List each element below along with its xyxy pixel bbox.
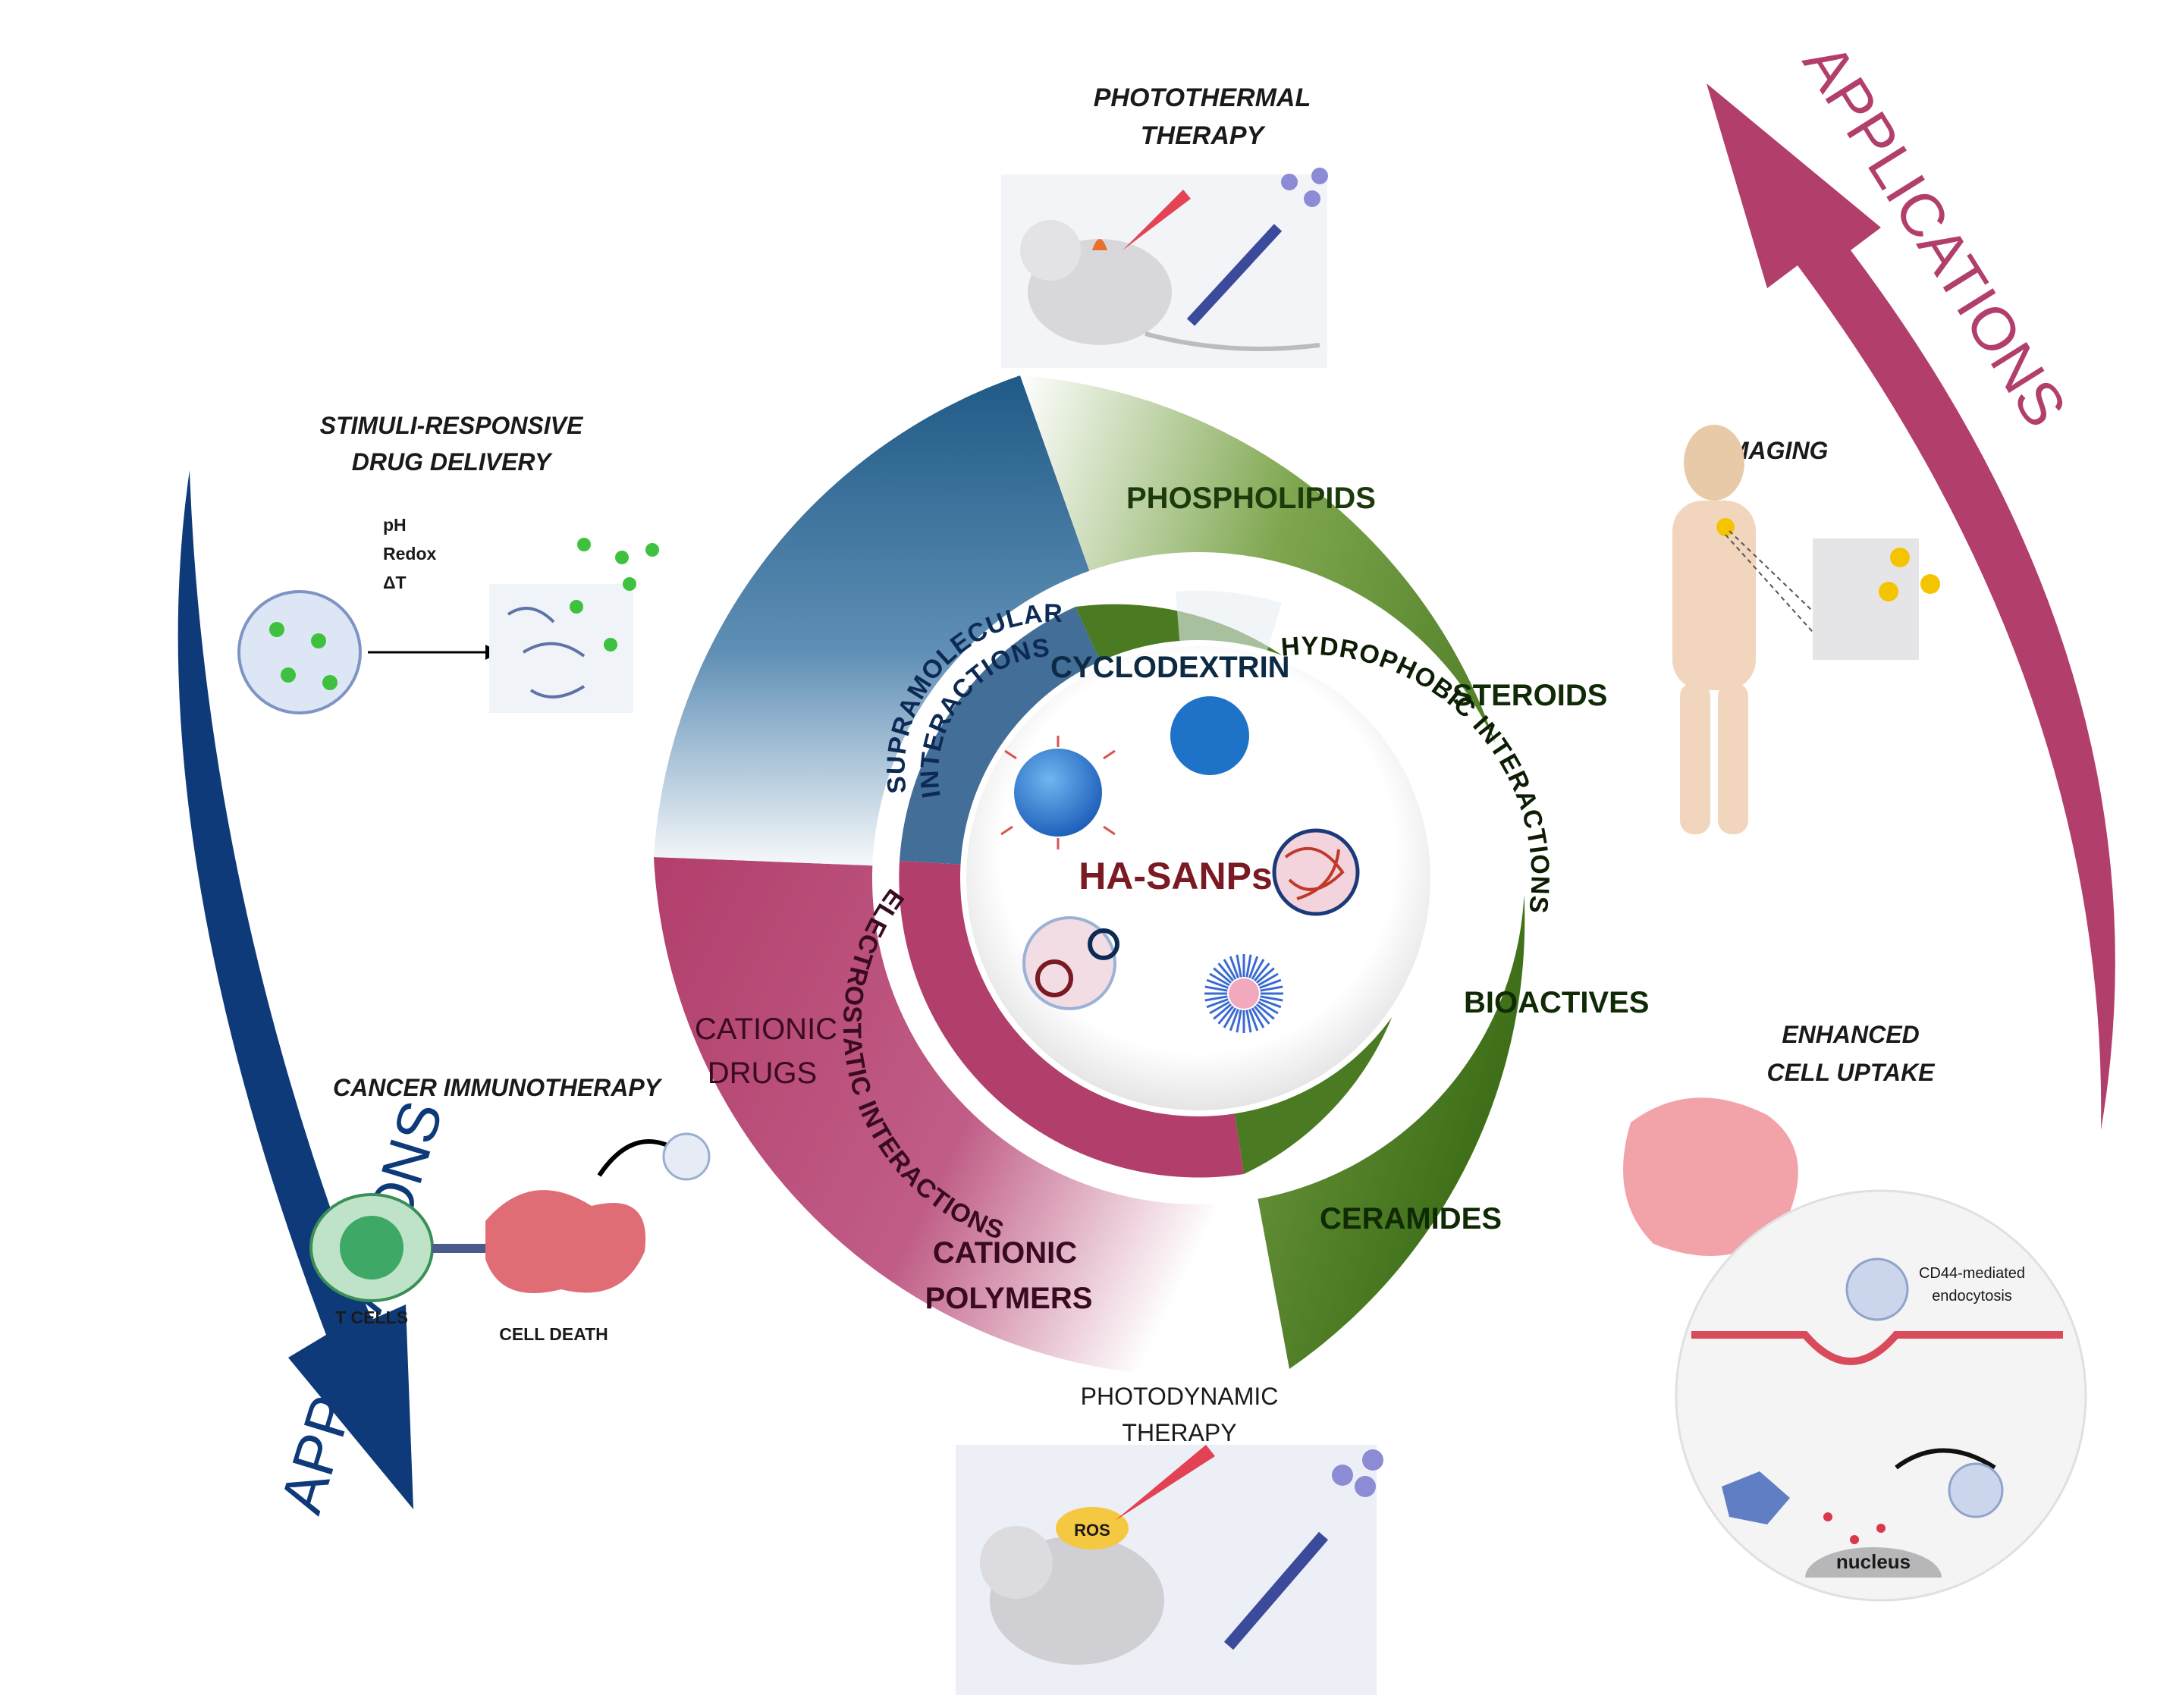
- photothermal-title-2: THERAPY: [1141, 121, 1267, 150]
- micelle-ray: [1259, 978, 1282, 989]
- micelle-ray: [1229, 1009, 1239, 1031]
- uptake-title-1: ENHANCED: [1782, 1021, 1919, 1048]
- star-micelle-icon: [1204, 954, 1283, 1033]
- label-cationic-polymers-2: POLYMERS: [925, 1282, 1093, 1315]
- photodynamic-title-1: PHOTODYNAMIC: [1081, 1383, 1279, 1410]
- label-cationic-polymers-1: CATIONIC: [933, 1236, 1077, 1270]
- micelle-ray: [1253, 1005, 1270, 1025]
- micelle-ray: [1209, 972, 1230, 987]
- cd44-label-1: CD44-mediated: [1919, 1265, 2025, 1282]
- photothermal-mouse-icon: [1001, 168, 1328, 368]
- trigger-temperature: ΔT: [383, 573, 407, 592]
- micelle-ray: [1223, 1007, 1237, 1028]
- label-cyclodextrin: CYCLODEXTRIN: [1050, 651, 1290, 684]
- label-steroids: STEROIDS: [1452, 679, 1607, 712]
- liposome-icon: [1170, 696, 1249, 775]
- micelle-ray: [1260, 985, 1283, 992]
- micelle-ray: [1229, 956, 1239, 978]
- label-cationic-drugs-2: DRUGS: [708, 1057, 817, 1090]
- t-cells-label: T CELLS: [335, 1308, 408, 1327]
- cancer-immuno-title: CANCER IMMUNOTHERAPY: [333, 1074, 663, 1101]
- micelle-icon: [1014, 749, 1102, 837]
- micelle-ray: [1245, 1009, 1252, 1033]
- center-label: HA-SANPs: [1079, 855, 1273, 897]
- trigger-ph: pH: [383, 515, 407, 535]
- stimuli-nanoparticle-icon: [237, 538, 659, 714]
- syringe-icon: [1186, 224, 1283, 326]
- micelle-ray: [1258, 972, 1279, 987]
- micelle-ray: [1260, 995, 1283, 1002]
- micelle-ray: [1213, 967, 1232, 984]
- micelle-ray: [1248, 1009, 1259, 1031]
- micelle-ray: [1223, 959, 1237, 980]
- trigger-redox: Redox: [383, 544, 437, 564]
- label-phospholipids: PHOSPHOLIPIDS: [1126, 482, 1376, 515]
- polymer-np-icon: [1272, 828, 1360, 916]
- micelle-ray: [1258, 1000, 1279, 1015]
- micelle-ray: [1209, 1000, 1230, 1015]
- micelle-ray: [1251, 959, 1265, 980]
- micelle-ray: [1217, 1005, 1235, 1025]
- ros-label: ROS: [1074, 1521, 1110, 1540]
- uptake-title-2: CELL UPTAKE: [1766, 1059, 1936, 1086]
- photodynamic-mouse-icon: ROS: [956, 1445, 1383, 1695]
- label-cationic-drugs-1: CATIONIC: [695, 1013, 837, 1046]
- micelle-ray: [1248, 956, 1259, 978]
- micelle-ray: [1255, 967, 1275, 984]
- immunotherapy-icon: [309, 1132, 711, 1302]
- cell-uptake-icon: [1623, 1097, 2087, 1602]
- micelle-ray: [1213, 1003, 1232, 1020]
- stimuli-title-2: DRUG DELIVERY: [352, 448, 553, 476]
- cell-death-label: CELL DEATH: [499, 1324, 608, 1344]
- photodynamic-title-2: THERAPY: [1122, 1419, 1236, 1446]
- micelle-ray: [1206, 978, 1229, 989]
- micelle-ray: [1255, 1003, 1275, 1020]
- inner-ring-outline: [874, 554, 1522, 1202]
- micelle-ray: [1204, 995, 1228, 1002]
- micelle-ray: [1236, 1009, 1242, 1033]
- stimuli-title-1: STIMULI-RESPONSIVE: [320, 412, 584, 439]
- left-applications-arrow: [177, 470, 413, 1509]
- micelle-ray: [1206, 998, 1229, 1009]
- micelle-ray: [1204, 985, 1228, 992]
- cd44-label-2: endocytosis: [1932, 1288, 2012, 1305]
- micelle-ray: [1236, 954, 1242, 978]
- photothermal-title-1: PHOTOTHERMAL: [1094, 83, 1311, 112]
- micelle-ray: [1217, 962, 1235, 982]
- imaging-body-icon: [1672, 425, 1940, 834]
- micelle-ray: [1251, 1007, 1265, 1028]
- nanoparticle-icons: [1000, 696, 1360, 1033]
- micelle-ray: [1259, 998, 1282, 1009]
- nucleus-label: nucleus: [1836, 1550, 1911, 1573]
- micelle-ray: [1253, 962, 1270, 982]
- syringe-icon-2: [1223, 1531, 1329, 1650]
- micelle-ray: [1245, 954, 1252, 978]
- label-ceramides: CERAMIDES: [1320, 1202, 1502, 1235]
- right-applications-arrow: [1707, 83, 2115, 1130]
- label-bioactives: BIOACTIVES: [1464, 986, 1649, 1019]
